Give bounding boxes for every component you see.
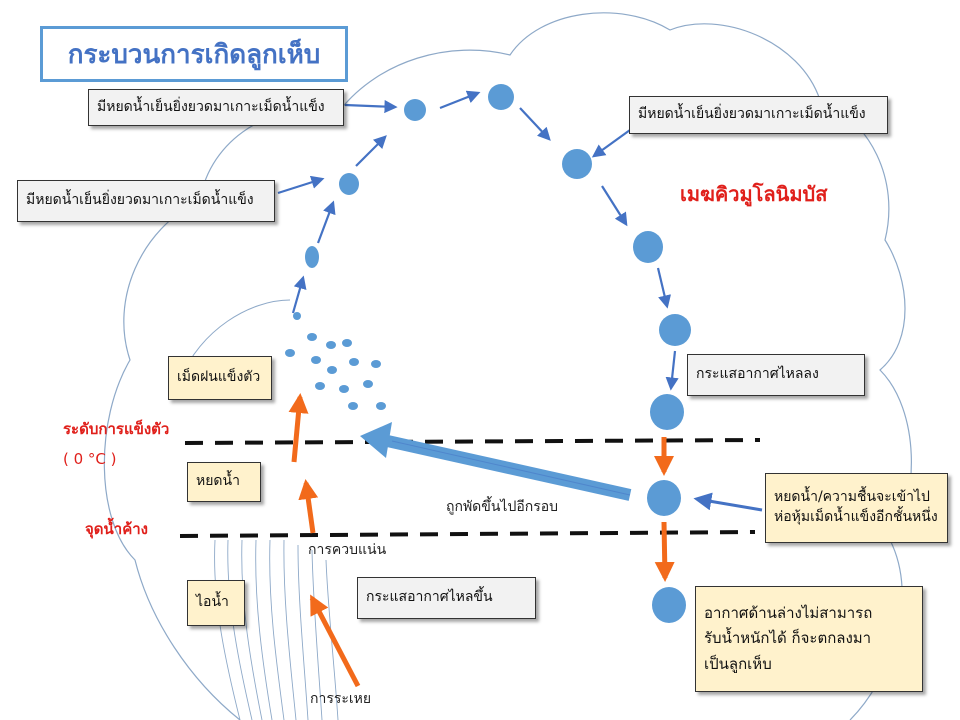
- moisture-coat-line-1: หยดน้ำ/ความชื้นจะเข้าไป: [774, 489, 930, 506]
- droplet: [633, 231, 663, 263]
- hail-fall-line-2: รับน้ำหนักได้ ก็จะตกลงมา: [704, 629, 872, 648]
- dew-point-line: [179, 530, 756, 538]
- page-title: กระบวนการเกิดลูกเห็บ: [40, 26, 348, 82]
- arrow: [601, 185, 628, 227]
- arrow: [693, 492, 763, 512]
- arrow: [291, 275, 307, 314]
- freezing-level-label: ระดับการแข็งตัว: [63, 420, 170, 438]
- droplet: [305, 246, 319, 268]
- droplets: [305, 84, 691, 623]
- droplet: [647, 480, 681, 516]
- blue-arrows: [277, 90, 763, 512]
- arrow: [298, 479, 319, 534]
- cloud-outline: [103, 12, 912, 720]
- arrow: [439, 90, 481, 110]
- callout-droplet-left-top: มีหยดน้ำเย็นยิ่งยวดมาเกาะเม็ดน้ำแข็ง: [88, 89, 344, 126]
- freezing-level-line: [184, 438, 761, 445]
- droplet: [562, 149, 592, 179]
- droplet: [659, 314, 691, 346]
- arrow: [665, 350, 679, 391]
- callout-moisture-coat: หยดน้ำ/ความชื้นจะเข้าไป ห่อหุ้มเม็ดน้ำแข…: [765, 473, 948, 543]
- small-droplets-cluster: [285, 312, 386, 410]
- callout-hail-fall: อากาศด้านล่างไม่สามารถ รับน้ำหนักได้ ก็จ…: [695, 586, 923, 692]
- callout-droplet-right: มีหยดน้ำเย็นยิ่งยวดมาเกาะเม็ดน้ำแข็ง: [629, 96, 888, 134]
- callout-water-drop: หยดน้ำ: [187, 462, 261, 502]
- arrow: [316, 200, 336, 244]
- evaporation-label: การระเหย: [310, 691, 372, 707]
- droplet: [339, 173, 359, 195]
- arrow: [591, 129, 631, 158]
- hail-fall-line-1: อากาศด้านล่างไม่สามารถ: [704, 603, 873, 622]
- droplet: [488, 84, 514, 110]
- orange-arrows: [288, 393, 675, 688]
- droplet: [404, 99, 426, 121]
- droplet: [652, 587, 686, 623]
- callout-droplet-left-mid: มีหยดน้ำเย็นยิ่งยวดมาเกาะเม็ดน้ำแข็ง: [17, 180, 275, 222]
- hail-fall-line-3: เป็นลูกเห็บ: [704, 654, 772, 673]
- arrow: [288, 393, 309, 463]
- dew-point-label: จุดน้ำค้าง: [85, 520, 148, 538]
- callout-updraft: กระแสอากาศไหลขึ้น: [357, 577, 536, 619]
- droplet: [650, 394, 684, 430]
- moisture-coat-line-2: ห่อหุ้มเม็ดน้ำแข็งอีกชั้นหนึ่ง: [774, 509, 938, 525]
- arrow: [309, 594, 361, 688]
- callout-vapor: ไอน้ำ: [187, 580, 245, 626]
- blown-up-label: ถูกพัดขึ้นไปอีกรอบ: [446, 499, 559, 515]
- freezing-temp-label: ( 0 °C ): [63, 450, 117, 468]
- vapor-streaks: [214, 539, 339, 720]
- condensation-label: การควบแน่น: [308, 542, 387, 558]
- cloud-type-label: เมฆคิวมูโลนิมบัส: [680, 182, 828, 206]
- arrow: [277, 175, 325, 195]
- callout-downdraft: กระแสอากาศไหลลง: [687, 354, 865, 396]
- arrow: [519, 107, 551, 141]
- callout-ice-pellet: เม็ดฝนแข็งตัว: [168, 356, 272, 400]
- arrow: [656, 267, 671, 309]
- big-return-arrow-head: [360, 422, 392, 458]
- arrow: [355, 135, 387, 167]
- arrow: [654, 521, 675, 582]
- arrow: [344, 99, 398, 114]
